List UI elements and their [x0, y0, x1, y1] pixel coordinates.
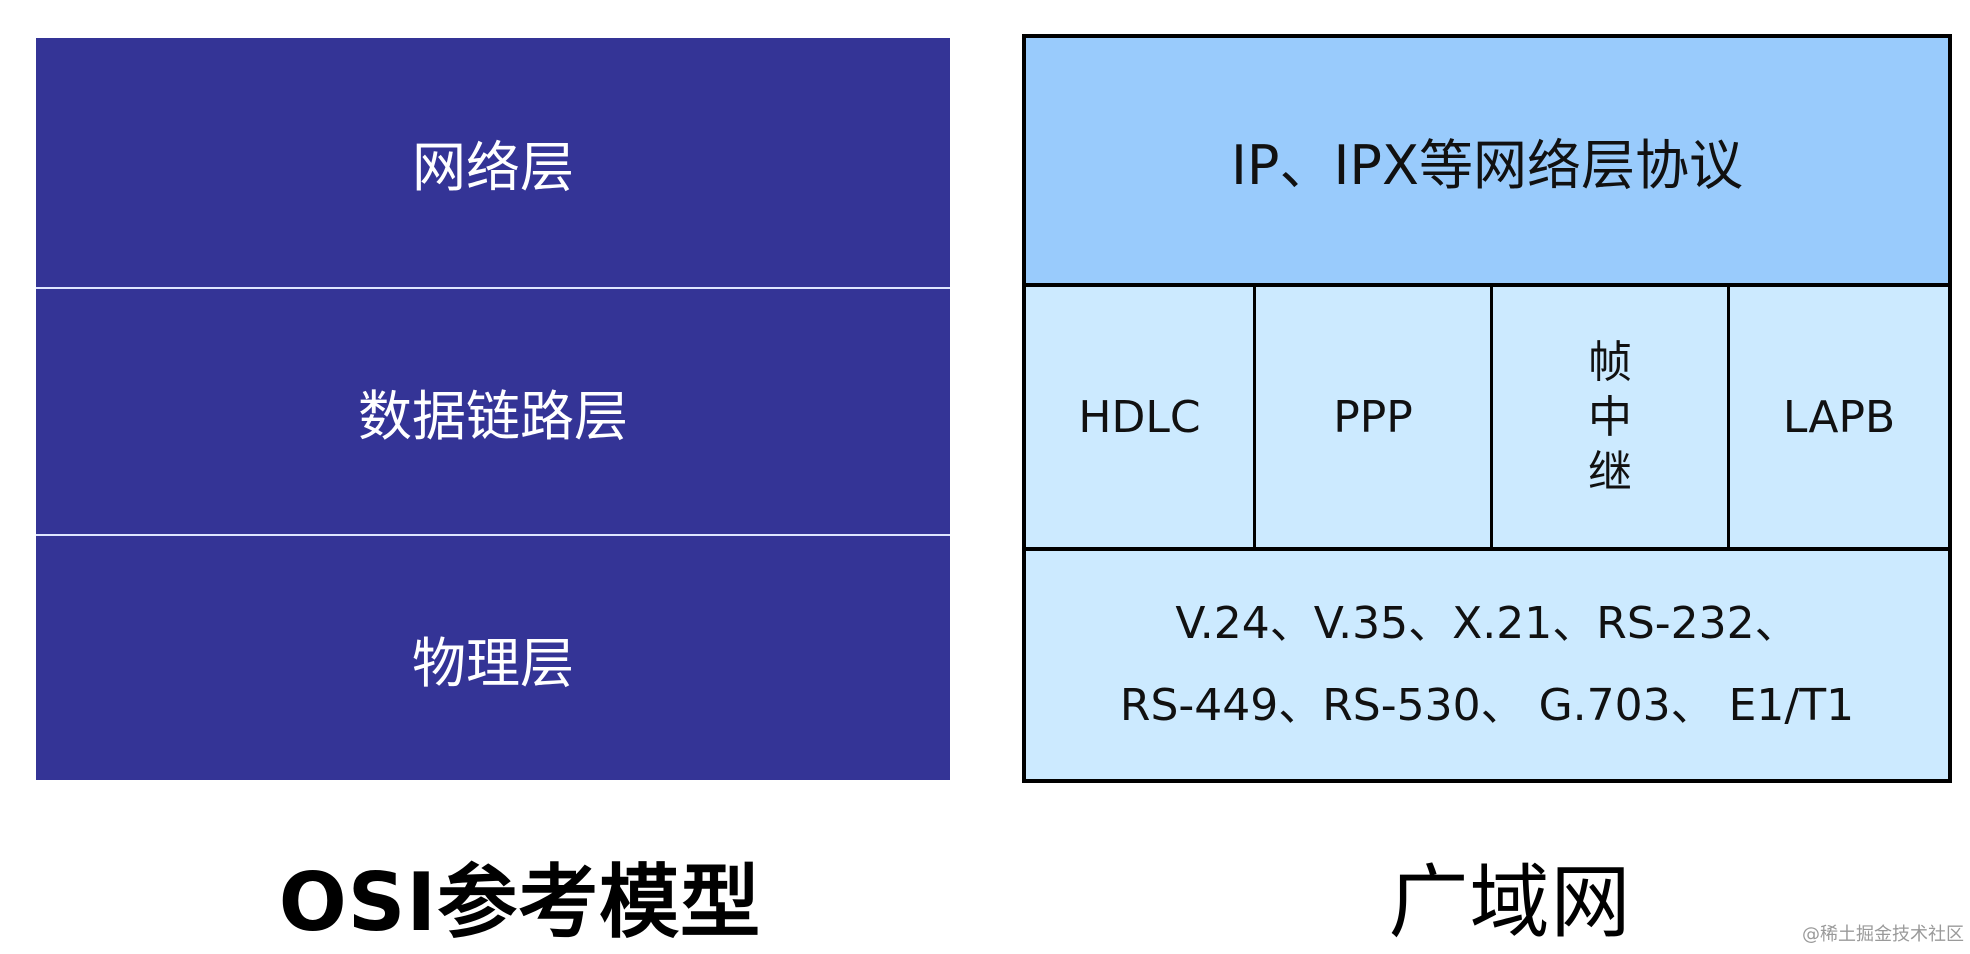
protocol-label-char: 中	[1588, 391, 1632, 443]
wan-caption: 广域网	[1388, 856, 1632, 949]
osi-physical-layer: 物理层	[36, 536, 950, 780]
wan-network-layer: IP、IPX等网络层协议	[1026, 38, 1948, 287]
osi-network-layer-label: 网络层	[412, 136, 574, 199]
wan-data-link-layer: HDLC PPP 帧 中 继 LAPB	[1026, 287, 1948, 551]
protocol-label: LAPB	[1782, 391, 1896, 443]
protocol-ppp: PPP	[1253, 287, 1490, 547]
osi-caption: OSI参考模型	[278, 856, 762, 949]
protocol-label-char: 继	[1588, 446, 1632, 498]
protocol-lapb: LAPB	[1727, 287, 1948, 547]
osi-network-layer: 网络层	[36, 38, 950, 287]
wan-physical-layer: V.24、V.35、X.21、RS-232、 RS-449、RS-530、 G.…	[1026, 551, 1948, 779]
osi-data-link-layer: 数据链路层	[36, 289, 950, 534]
osi-divider	[36, 287, 950, 289]
protocol-frame-relay: 帧 中 继	[1490, 287, 1727, 547]
protocol-label: HDLC	[1078, 391, 1201, 443]
osi-data-link-layer-label: 数据链路层	[358, 385, 628, 448]
physical-standards-line-1: V.24、V.35、X.21、RS-232、	[1175, 598, 1799, 649]
protocol-label-char: 帧	[1588, 336, 1632, 388]
watermark: @稀土掘金技术社区	[1802, 924, 1964, 945]
osi-model-stack: 网络层 数据链路层 物理层	[36, 38, 950, 780]
wan-network-layer-label: IP、IPX等网络层协议	[1231, 134, 1743, 197]
physical-standards-line-2: RS-449、RS-530、 G.703、 E1/T1	[1119, 680, 1855, 731]
protocol-label: PPP	[1333, 391, 1413, 443]
osi-physical-layer-label: 物理层	[412, 631, 574, 695]
protocol-hdlc: HDLC	[1026, 287, 1253, 547]
osi-divider	[36, 534, 950, 536]
wan-stack: IP、IPX等网络层协议 HDLC PPP 帧 中 继 LAPB V.24、V.…	[1022, 34, 1952, 783]
